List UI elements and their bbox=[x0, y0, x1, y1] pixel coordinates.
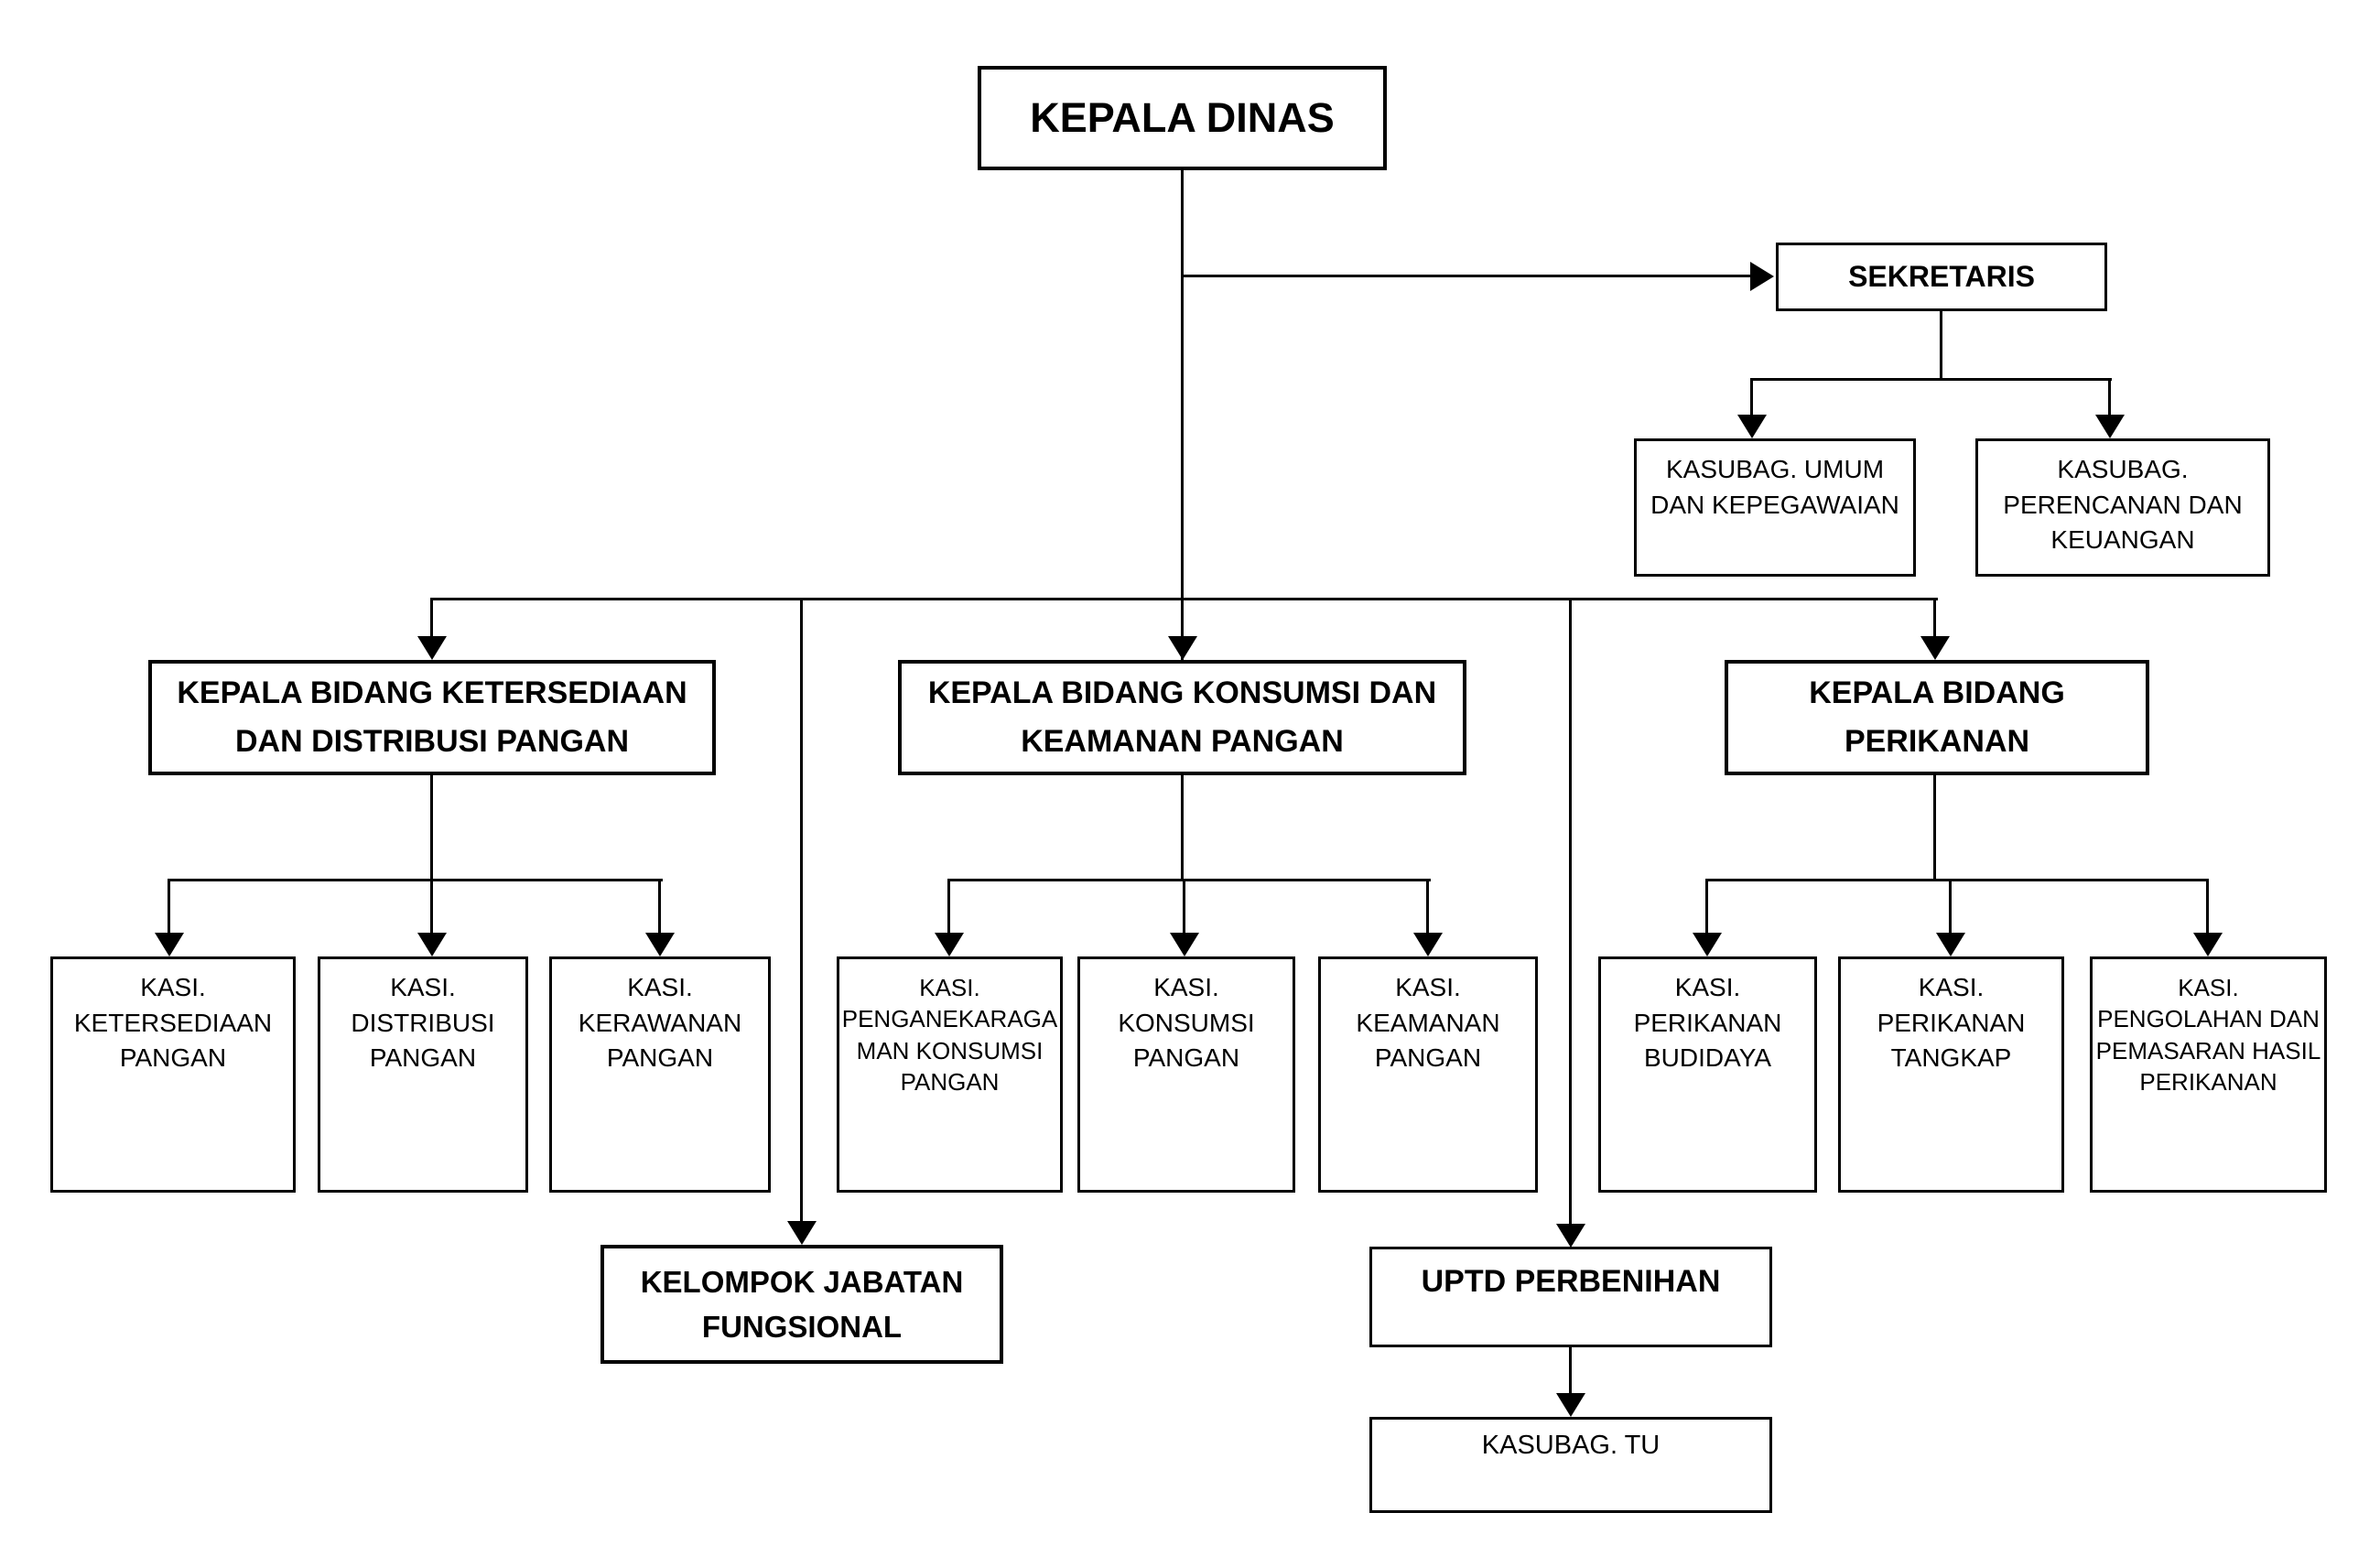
connector-line bbox=[947, 879, 950, 935]
org-node-kepala-dinas: KEPALA DINAS bbox=[978, 66, 1387, 170]
connector-line bbox=[2108, 378, 2111, 418]
connector-arrow-down bbox=[1693, 933, 1722, 956]
org-node-label: UPTD PERBENIHAN bbox=[1421, 1264, 1721, 1299]
org-node-label: KASI. KETERSEDIAAN PANGAN bbox=[73, 973, 273, 1073]
connector-line bbox=[1705, 879, 1708, 935]
org-node-label: KEPALA BIDANG PERIKANAN bbox=[1809, 675, 2065, 759]
connector-arrow-down bbox=[1413, 933, 1443, 956]
org-node-kasubag-tu: KASUBAG. TU bbox=[1369, 1417, 1772, 1513]
org-node-bidang-konsumsi: KEPALA BIDANG KONSUMSI DAN KEAMANAN PANG… bbox=[898, 660, 1466, 775]
org-node-label: KASI. KERAWANAN PANGAN bbox=[578, 973, 742, 1073]
connector-arrow-down bbox=[1168, 636, 1197, 660]
connector-line bbox=[1949, 879, 1952, 935]
org-node-sekretaris: SEKRETARIS bbox=[1776, 243, 2107, 311]
connector-arrow-down bbox=[787, 1221, 817, 1245]
org-node-label: KASUBAG. UMUM DAN KEPEGAWAIAN bbox=[1650, 455, 1899, 519]
connector-arrow-down bbox=[2193, 933, 2223, 956]
org-node-label: KASI. KEAMANAN PANGAN bbox=[1356, 973, 1500, 1073]
connector-line bbox=[168, 879, 663, 881]
connector-line bbox=[430, 775, 433, 881]
org-node-kasubag-perencanaan: KASUBAG. PERENCANAN DAN KEUANGAN bbox=[1975, 438, 2270, 577]
org-node-kasubag-umum: KASUBAG. UMUM DAN KEPEGAWAIAN bbox=[1634, 438, 1916, 577]
org-node-label: KELOMPOK JABATAN FUNGSIONAL bbox=[640, 1264, 964, 1345]
org-node-label: KASI. PERIKANAN TANGKAP bbox=[1877, 973, 2026, 1073]
org-node-bidang-perikanan: KEPALA BIDANG PERIKANAN bbox=[1725, 660, 2149, 775]
org-node-kasi-kerawanan-pangan: KASI. KERAWANAN PANGAN bbox=[549, 956, 771, 1193]
connector-arrow-down bbox=[1936, 933, 1965, 956]
connector-arrow-down bbox=[1556, 1224, 1585, 1248]
org-node-kasi-perikanan-budidaya: KASI. PERIKANAN BUDIDAYA bbox=[1598, 956, 1817, 1193]
org-node-kelompok-jabatan-fungsional: KELOMPOK JABATAN FUNGSIONAL bbox=[600, 1245, 1003, 1364]
connector-line bbox=[1426, 879, 1429, 935]
connector-line bbox=[1750, 378, 1753, 418]
connector-line bbox=[168, 879, 170, 935]
connector-arrow-right bbox=[1750, 262, 1774, 291]
connector-line bbox=[1940, 311, 1942, 381]
org-node-label: SEKRETARIS bbox=[1848, 260, 2035, 293]
connector-arrow-down bbox=[1737, 415, 1767, 438]
connector-line bbox=[1705, 879, 2209, 881]
connector-line bbox=[1181, 170, 1184, 660]
connector-line bbox=[430, 598, 1938, 600]
connector-arrow-down bbox=[417, 636, 447, 660]
org-node-label: KASI. PENGOLAHAN DAN PEMASARAN HASIL PER… bbox=[2095, 974, 2321, 1096]
org-node-label: KEPALA BIDANG KONSUMSI DAN KEAMANAN PANG… bbox=[927, 675, 1437, 759]
connector-line bbox=[800, 598, 803, 1225]
connector-arrow-down bbox=[155, 933, 184, 956]
org-node-label: KASI. KONSUMSI PANGAN bbox=[1118, 973, 1255, 1073]
connector-arrow-down bbox=[1920, 636, 1950, 660]
org-node-label: KASUBAG. TU bbox=[1481, 1431, 1661, 1460]
connector-line bbox=[430, 879, 433, 935]
org-node-uptd-perbenihan: UPTD PERBENIHAN bbox=[1369, 1247, 1772, 1347]
connector-arrow-down bbox=[2095, 415, 2125, 438]
connector-line bbox=[658, 879, 661, 935]
connector-line bbox=[1181, 275, 1752, 277]
org-node-label: KASUBAG. PERENCANAN DAN KEUANGAN bbox=[2003, 455, 2243, 555]
org-node-label: KEPALA BIDANG KETERSEDIAAN DAN DISTRIBUS… bbox=[177, 675, 687, 759]
org-node-label: KASI. DISTRIBUSI PANGAN bbox=[351, 973, 495, 1073]
connector-arrow-down bbox=[645, 933, 675, 956]
org-node-label: KASI. PENGANEKARAGA MAN KONSUMSI PANGAN bbox=[841, 974, 1058, 1096]
org-node-kasi-perikanan-tangkap: KASI. PERIKANAN TANGKAP bbox=[1838, 956, 2064, 1193]
org-node-label: KEPALA DINAS bbox=[1030, 94, 1335, 141]
org-node-bidang-ketersediaan: KEPALA BIDANG KETERSEDIAAN DAN DISTRIBUS… bbox=[148, 660, 716, 775]
org-node-kasi-distribusi-pangan: KASI. DISTRIBUSI PANGAN bbox=[318, 956, 528, 1193]
connector-line bbox=[1750, 378, 2112, 381]
connector-arrow-down bbox=[1170, 933, 1199, 956]
org-node-kasi-konsumsi-pangan: KASI. KONSUMSI PANGAN bbox=[1077, 956, 1295, 1193]
connector-line bbox=[947, 879, 1431, 881]
connector-arrow-down bbox=[417, 933, 447, 956]
connector-line bbox=[1933, 598, 1936, 640]
connector-arrow-down bbox=[935, 933, 964, 956]
org-node-label: KASI. PERIKANAN BUDIDAYA bbox=[1633, 973, 1782, 1073]
connector-line bbox=[1933, 775, 1936, 881]
connector-line bbox=[430, 598, 433, 640]
org-node-kasi-ketersediaan-pangan: KASI. KETERSEDIAAN PANGAN bbox=[50, 956, 296, 1193]
connector-line bbox=[2206, 879, 2209, 935]
connector-line bbox=[1569, 1347, 1572, 1395]
org-node-kasi-keamanan-pangan: KASI. KEAMANAN PANGAN bbox=[1318, 956, 1538, 1193]
org-node-kasi-penganekaragaman: KASI. PENGANEKARAGA MAN KONSUMSI PANGAN bbox=[837, 956, 1063, 1193]
connector-line bbox=[1183, 879, 1185, 935]
org-node-kasi-pengolahan: KASI. PENGOLAHAN DAN PEMASARAN HASIL PER… bbox=[2090, 956, 2327, 1193]
connector-arrow-down bbox=[1556, 1393, 1585, 1417]
connector-line bbox=[1181, 775, 1184, 881]
connector-line bbox=[1569, 598, 1572, 1227]
